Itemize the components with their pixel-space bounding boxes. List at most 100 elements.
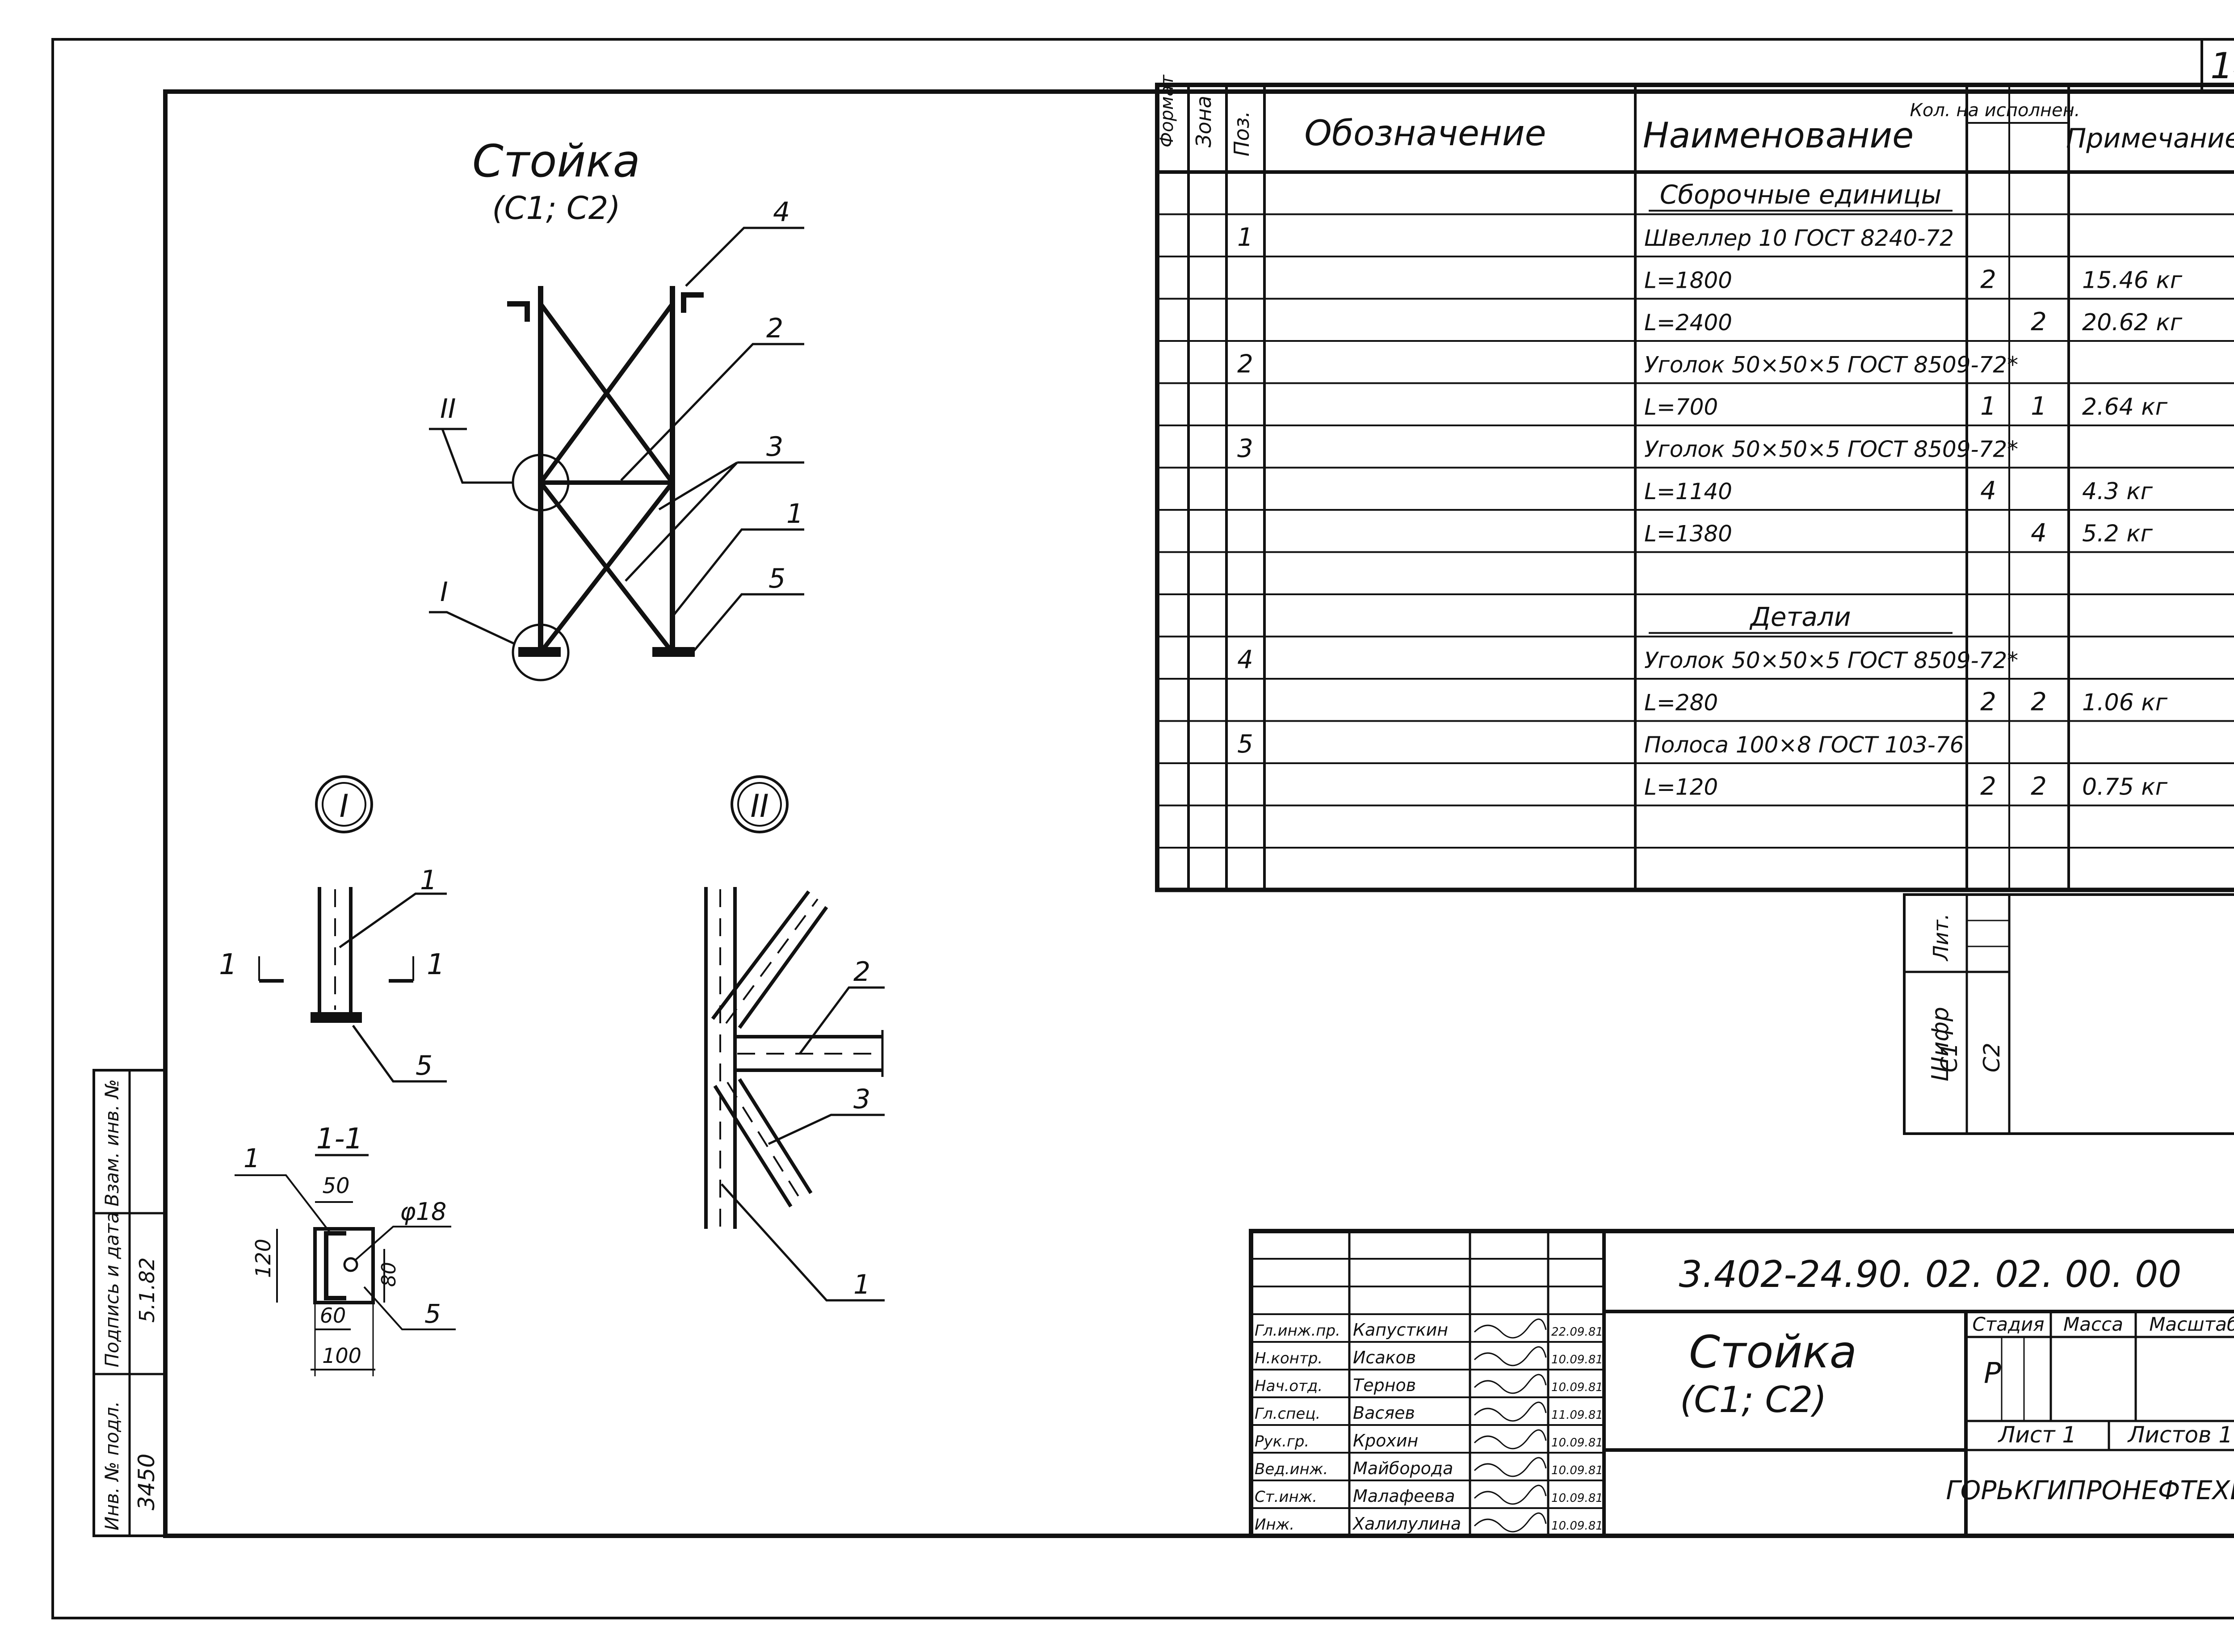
tb-subtitle: (С1; С2) [1680,1379,1827,1421]
top-angle-right [681,292,704,313]
tb-role: Гл.инж.пр. [1255,1322,1340,1340]
tb-person: Тернов [1353,1375,1416,1395]
spec-header-qty: Кол. на исполнен. [1910,100,2080,121]
tb-date: 10.09.81 [1551,1492,1603,1505]
spec-cell-name: L=120 [1644,774,1718,800]
detail-I: I 1 1 1 5 [219,775,447,1083]
svg-text:1: 1 [219,948,237,981]
tb-signature [1474,1429,1547,1450]
svg-text:5: 5 [416,1050,433,1081]
spec-cell-note: 15.46 кг [2082,267,2183,294]
spec-cell-q2: 2 [2031,772,2047,801]
spec-cell-name: Швеллер 10 ГОСТ 8240-72 [1644,225,1954,251]
spec-header-designation: Обозначение [1304,113,1546,154]
spec-cell-name: L=1140 [1644,479,1732,504]
spec-cell-q2: 4 [2031,519,2047,548]
tb-signature [1474,1346,1547,1366]
tb-sheets: Листов 1 [2127,1422,2233,1448]
svg-text:80: 80 [378,1262,400,1287]
section-1-1: 1-1 50 120 80 60 100 φ18 1 5 [235,1122,456,1376]
tb-stage-value: Р [1984,1357,2001,1390]
spec-cell-q1: 2 [1980,688,1996,717]
tb-person: Малафеева [1353,1486,1455,1506]
tb-date: 22.09.81 [1551,1325,1603,1339]
detail-II-marker: II [750,788,768,824]
spec-cell-q2: 1 [2031,392,2047,421]
tb-role: Н.контр. [1255,1349,1323,1367]
svg-text:1: 1 [786,498,803,530]
spec-cell-note: 1.06 кг [2082,689,2168,716]
tb-role: Нач.отд. [1255,1377,1323,1395]
spec-cell-name: L=280 [1644,690,1718,716]
spec-table: Формат Зона Поз. Обозначение Наименовани… [1155,74,2234,1135]
tb-person: Крохин [1353,1431,1418,1450]
spec-cell-note: 20.62 кг [2082,309,2183,336]
tb-role: Ст.инж. [1255,1488,1317,1506]
svg-text:1: 1 [427,948,445,981]
title-block: Гл.инж.пр. Капусткин 22.09.81Н.контр. Исако… [1249,1229,2234,1538]
tb-mass-label: Масса [2063,1313,2123,1335]
drawing-code: 3.402-24.90. 02. 02. 00. 00 [1679,1253,2182,1296]
spec-cell-q1: 2 [1980,772,1996,801]
stamp-label-sign: Подпись и дата [101,1212,123,1367]
tb-date: 10.09.81 [1551,1464,1603,1477]
tb-role: Вед.инж. [1255,1460,1328,1478]
svg-text:60: 60 [320,1303,346,1328]
spec-cell-pos: 1 [1237,223,1253,252]
svg-text:5: 5 [768,563,785,594]
detail-II: II 2 3 1 [704,775,885,1302]
outer-frame [51,38,2234,1619]
spec-cell-name: Детали [1749,602,1851,632]
spec-cell-note: 0.75 кг [2082,774,2168,801]
spec-shifr-c2: С2 [1979,1042,2005,1072]
spec-cell-note: 4.3 кг [2082,478,2153,505]
spec-cell-name: Уголок 50×50×5 ГОСТ 8509-72* [1644,437,2018,462]
tb-signature [1474,1457,1547,1477]
spec-cell-pos: 3 [1237,434,1253,463]
spec-cell-pos: 2 [1237,350,1253,379]
stamp-label-replace: Взам. инв. № [101,1079,123,1206]
spec-cell-name: L=1380 [1644,521,1732,547]
spec-header-pos: Поз. [1230,111,1254,156]
svg-text:1: 1 [420,865,437,896]
svg-text:3: 3 [853,1084,870,1115]
spec-cell-name: L=700 [1644,394,1718,420]
svg-text:120: 120 [251,1239,275,1278]
tb-date: 11.09.81 [1551,1408,1603,1422]
spec-cell-note: 2.64 кг [2082,394,2168,420]
spec-cell-pos: 5 [1237,730,1253,759]
spec-cell-q2: 2 [2031,307,2047,336]
tb-signature [1474,1374,1547,1394]
spec-cell-q1: 1 [1980,392,1996,421]
spec-header-zone: Зона [1192,96,1216,147]
tb-person: Исаков [1353,1348,1416,1367]
tb-scale-label: Масштаб [2149,1313,2234,1335]
tb-signature [1474,1318,1547,1339]
tb-signature [1474,1484,1547,1505]
tb-date: 10.09.81 [1551,1353,1603,1366]
spec-cell-name: Полоса 100×8 ГОСТ 103-76 [1644,732,1964,758]
svg-text:2: 2 [766,313,783,344]
spec-cell-name: Сборочные единицы [1660,180,1942,210]
svg-text:I: I [440,576,448,608]
detail-I-marker: I [340,788,349,824]
spec-header-name: Наименование [1643,116,1914,156]
tb-person: Капусткин [1353,1320,1448,1340]
spec-header-note: Примечание [2066,123,2234,154]
spec-cell-q1: 2 [1980,265,1996,294]
tb-person: Васяев [1353,1403,1415,1423]
top-angle-left [507,301,530,322]
svg-text:1: 1 [244,1143,260,1173]
sheet-number: 14 [2210,45,2234,87]
tb-title: Стойка [1689,1326,1857,1378]
stamp-label-inv: Инв. № подл. [101,1401,123,1530]
svg-text:2: 2 [853,956,870,988]
svg-text:3: 3 [766,431,783,462]
spec-shifr-label: Шифр [1927,1007,1954,1081]
spec-cell-name: L=1800 [1644,268,1732,294]
base-plate-right [652,647,695,657]
svg-text:100: 100 [322,1344,361,1368]
svg-text:5: 5 [424,1299,441,1329]
tb-date: 10.09.81 [1551,1381,1603,1394]
